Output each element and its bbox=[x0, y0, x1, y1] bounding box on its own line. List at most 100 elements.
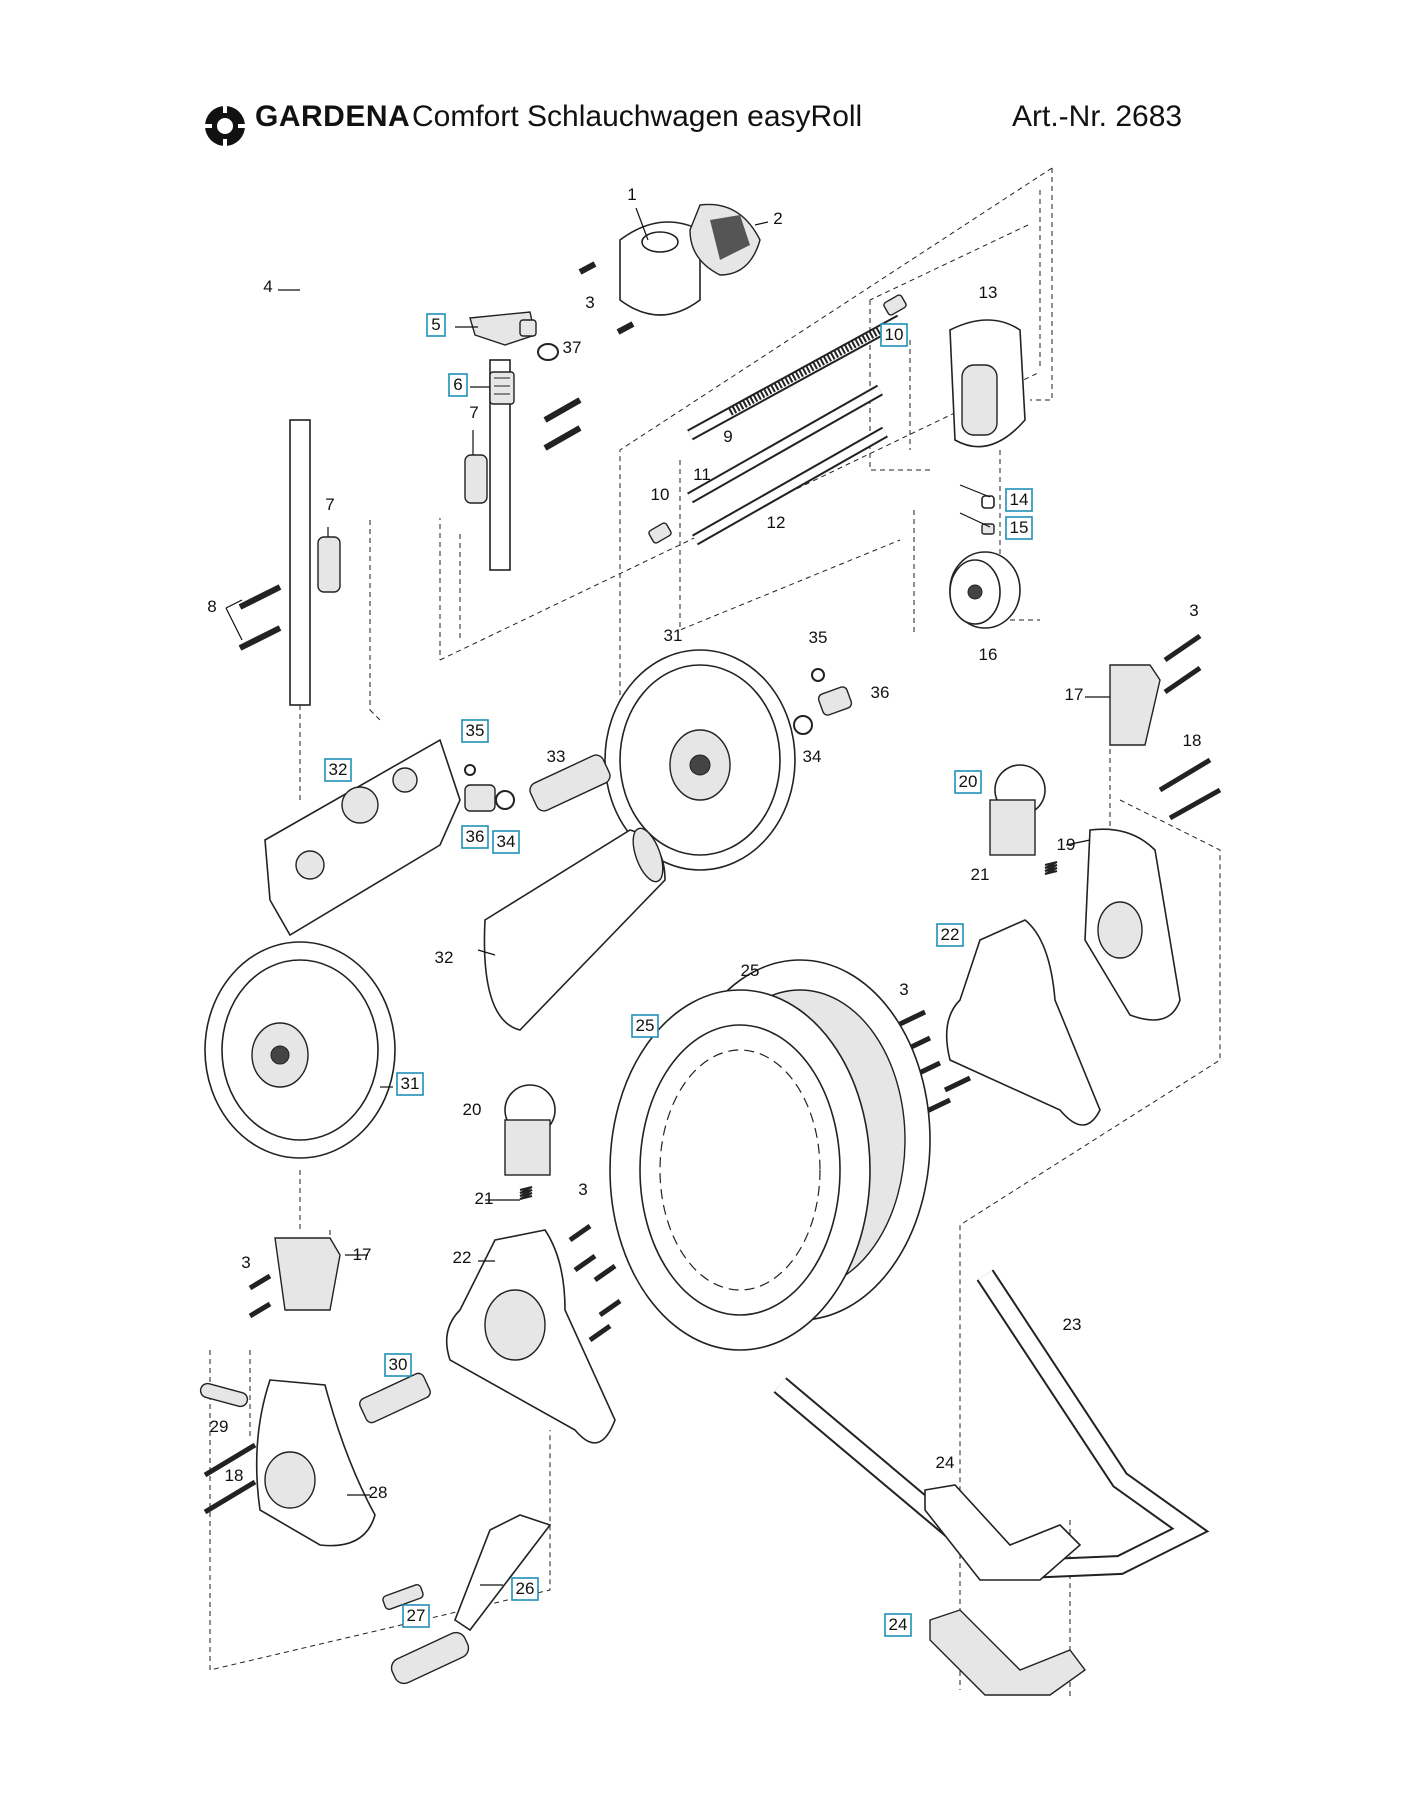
callout-c26: 26 bbox=[511, 1577, 539, 1601]
callout-number: 20 bbox=[463, 1100, 482, 1119]
callout-c37: 37 bbox=[563, 338, 582, 357]
part-16-roller bbox=[949, 551, 1021, 629]
part-5-handle-clamp bbox=[469, 311, 537, 346]
callout-c11: 11 bbox=[693, 465, 711, 484]
callout-number: 36 bbox=[871, 683, 890, 702]
callout-c23: 23 bbox=[1063, 1315, 1082, 1334]
callout-number: 2 bbox=[773, 209, 782, 228]
callout-c19: 19 bbox=[1057, 835, 1076, 854]
callout-number: 24 bbox=[936, 1453, 955, 1472]
screws-group bbox=[203, 261, 1222, 1515]
callout-c15: 15 bbox=[1005, 516, 1033, 540]
callout-c18b: 18 bbox=[225, 1466, 244, 1485]
callout-number: 37 bbox=[563, 338, 582, 357]
callout-number: 17 bbox=[353, 1245, 372, 1264]
part-20-roller-lower bbox=[504, 1084, 556, 1176]
part-10-pin-upper bbox=[883, 294, 907, 316]
callout-leader-lines bbox=[225, 207, 1110, 1586]
part-9-spindle bbox=[687, 314, 903, 441]
callout-number: 7 bbox=[325, 495, 334, 514]
callout-c17b: 17 bbox=[353, 1245, 372, 1264]
part-37-o-ring bbox=[537, 343, 559, 361]
callout-number: 3 bbox=[585, 293, 594, 312]
callout-number: 18 bbox=[1183, 731, 1202, 750]
callout-number: 13 bbox=[979, 283, 998, 302]
part-1-hose-guide-shell bbox=[619, 221, 701, 316]
callout-c17a: 17 bbox=[1065, 685, 1084, 704]
callout-c25a: 25 bbox=[741, 961, 760, 980]
callout-c5: 5 bbox=[426, 313, 446, 337]
callout-number: 22 bbox=[941, 925, 960, 944]
callout-c21a: 21 bbox=[971, 865, 990, 884]
callout-number: 25 bbox=[741, 961, 760, 980]
callout-number: 14 bbox=[1010, 490, 1029, 509]
part-11-rod bbox=[687, 384, 883, 504]
callout-number: 25 bbox=[636, 1016, 655, 1035]
callout-number: 10 bbox=[885, 325, 904, 344]
callout-c31b: 31 bbox=[396, 1072, 424, 1096]
part-7-clips bbox=[317, 454, 488, 593]
part-25-wheel bbox=[609, 959, 931, 1351]
callout-c34a: 34 bbox=[803, 747, 822, 766]
callout-number: 8 bbox=[207, 597, 216, 616]
callout-number: 20 bbox=[959, 772, 978, 791]
part-32-drum-side-frame bbox=[264, 738, 461, 937]
callout-c3e: 3 bbox=[241, 1253, 250, 1272]
part-35-o-ring-upper bbox=[811, 668, 825, 682]
callout-c20a: 20 bbox=[954, 770, 982, 794]
callout-c25b: 25 bbox=[631, 1014, 659, 1038]
part-36-nozzle-upper bbox=[817, 686, 853, 716]
callout-c29: 29 bbox=[210, 1417, 229, 1436]
callout-number: 32 bbox=[435, 948, 454, 967]
callout-c24a: 24 bbox=[936, 1453, 955, 1472]
callout-c32b: 32 bbox=[435, 948, 454, 967]
part-32-drum bbox=[483, 827, 666, 1031]
part-12-rod bbox=[692, 426, 888, 546]
callout-c6: 6 bbox=[448, 373, 468, 397]
callout-number: 34 bbox=[803, 747, 822, 766]
callout-number: 33 bbox=[547, 747, 566, 766]
callout-number: 36 bbox=[466, 827, 485, 846]
callout-c3b: 3 bbox=[1189, 601, 1198, 620]
callout-c24b: 24 bbox=[884, 1613, 912, 1637]
callout-number: 12 bbox=[767, 513, 786, 532]
callout-number: 19 bbox=[1057, 835, 1076, 854]
callout-c20b: 20 bbox=[463, 1100, 482, 1119]
callout-c21b: 21 bbox=[475, 1189, 494, 1208]
callout-number: 18 bbox=[225, 1466, 244, 1485]
part-20-roller-upper bbox=[989, 764, 1046, 856]
callout-c13: 13 bbox=[979, 283, 998, 302]
callout-number: 31 bbox=[401, 1074, 420, 1093]
part-14-nut bbox=[981, 495, 995, 509]
callout-c9: 9 bbox=[723, 427, 732, 446]
part-24-grip-upper bbox=[924, 1484, 1082, 1581]
callout-c31a: 31 bbox=[664, 626, 683, 645]
callout-number: 5 bbox=[431, 315, 440, 334]
part-2-hose-guide-insert bbox=[689, 203, 761, 276]
callout-c8: 8 bbox=[207, 597, 216, 616]
callout-number: 3 bbox=[578, 1180, 587, 1199]
part-21-spring-lower bbox=[519, 1186, 533, 1200]
callout-number: 24 bbox=[889, 1615, 908, 1634]
callout-c14: 14 bbox=[1005, 488, 1033, 512]
callout-c30: 30 bbox=[384, 1353, 412, 1377]
callout-number: 35 bbox=[466, 721, 485, 740]
callout-number: 3 bbox=[241, 1253, 250, 1272]
part-31-reel-disc-lower bbox=[204, 941, 396, 1159]
part-4-handle-bow bbox=[289, 169, 511, 706]
callout-number: 4 bbox=[263, 277, 272, 296]
part-28-side-cover-left bbox=[255, 1379, 376, 1547]
callout-number: 35 bbox=[809, 628, 828, 647]
part-34-washer-lower bbox=[495, 790, 515, 810]
callout-c27: 27 bbox=[402, 1604, 430, 1628]
callout-number: 32 bbox=[329, 760, 348, 779]
callout-number: 27 bbox=[407, 1606, 426, 1625]
callout-number: 29 bbox=[210, 1417, 229, 1436]
callout-number: 17 bbox=[1065, 685, 1084, 704]
part-36-nozzle-lower bbox=[464, 784, 496, 812]
callout-number: 11 bbox=[693, 465, 711, 484]
part-10-pin-lower bbox=[648, 522, 672, 544]
callout-c34b: 34 bbox=[492, 830, 520, 854]
callout-c18a: 18 bbox=[1183, 731, 1202, 750]
